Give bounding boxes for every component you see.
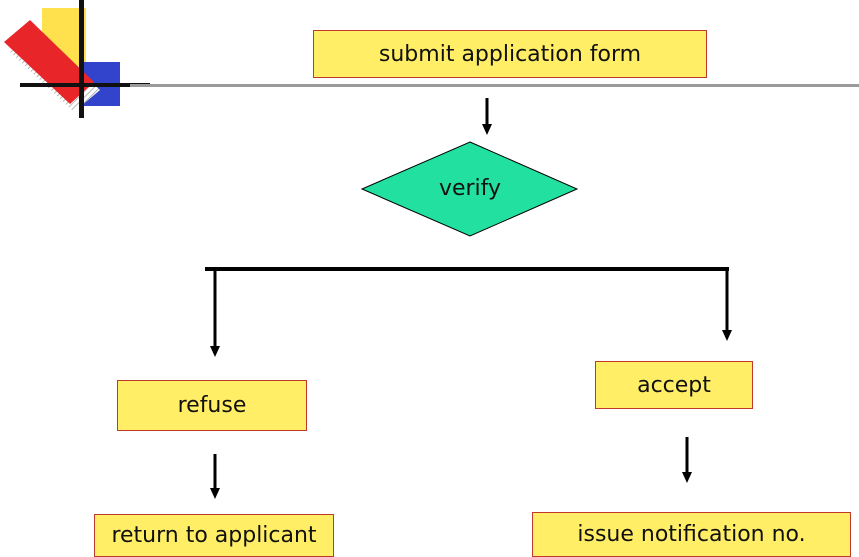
- node-refuse: refuse: [117, 380, 307, 431]
- logo-mark: [4, 0, 150, 118]
- node-return-to-applicant: return to applicant: [94, 514, 334, 557]
- logo-vertical-line: [79, 0, 84, 118]
- node-verify-label: verify: [438, 176, 502, 201]
- arrow-refuse-to-return: [210, 454, 220, 499]
- arrow-branch-to-refuse: [210, 269, 220, 357]
- logo-horizontal-line: [20, 83, 150, 87]
- node-accept: accept: [595, 361, 753, 409]
- node-submit-application-form: submit application form: [313, 30, 707, 78]
- arrow-submit-to-verify: [482, 98, 492, 135]
- flow-connectors: [205, 98, 732, 499]
- verify-diamond: [360, 141, 579, 237]
- arrow-branch-to-accept: [722, 269, 732, 341]
- header-rule: [130, 84, 859, 87]
- node-issue-notification-no: issue notification no.: [532, 512, 851, 557]
- arrow-accept-to-issue: [682, 437, 692, 483]
